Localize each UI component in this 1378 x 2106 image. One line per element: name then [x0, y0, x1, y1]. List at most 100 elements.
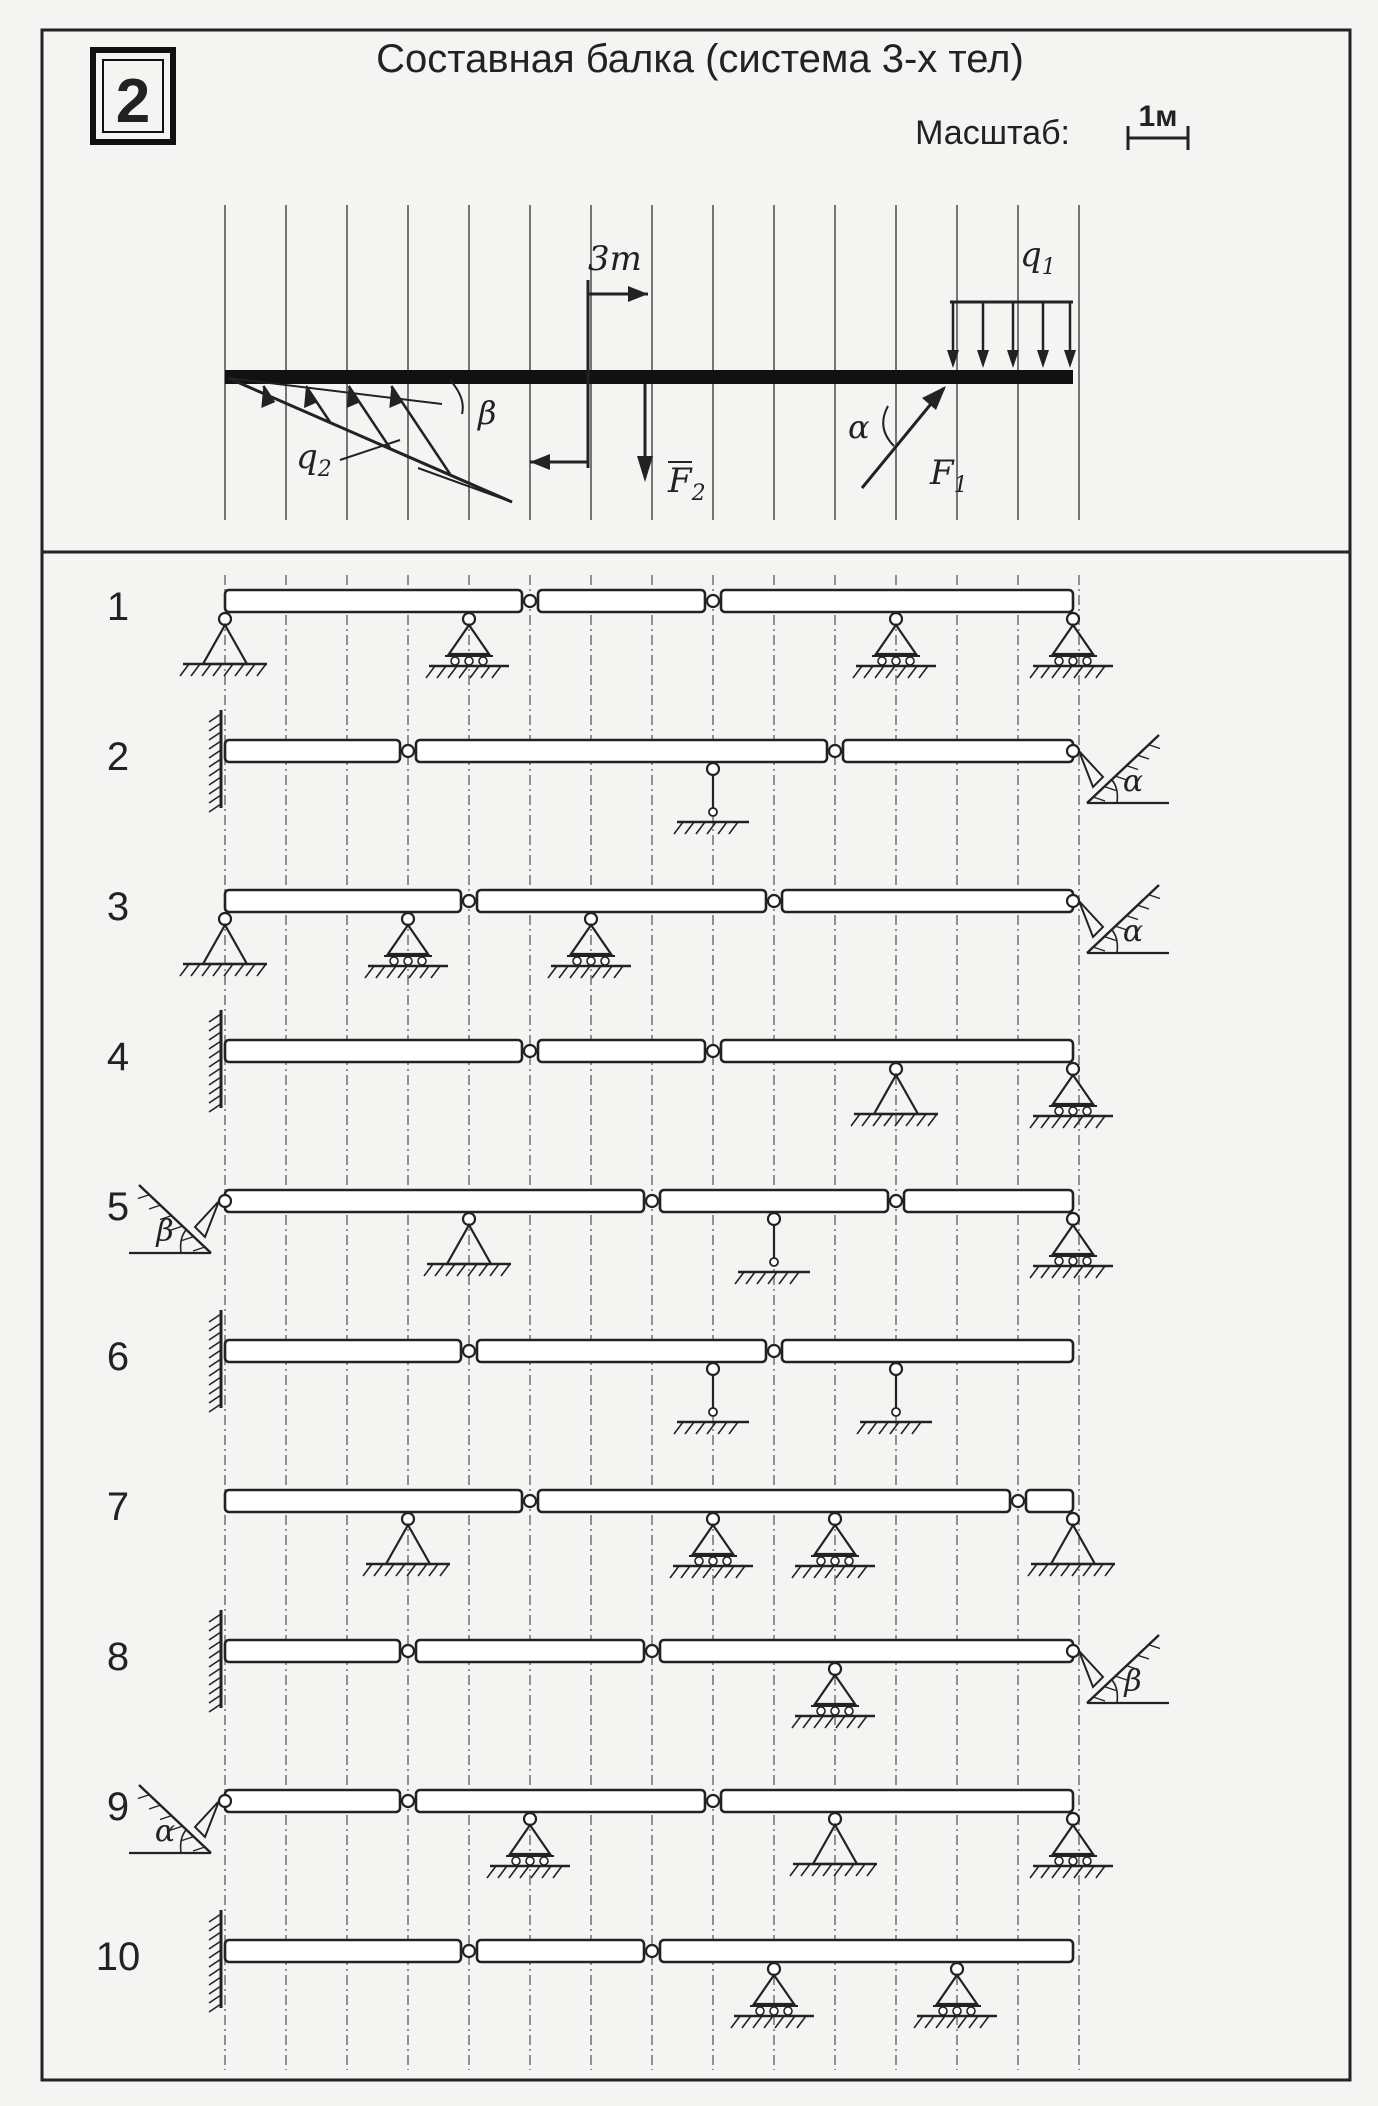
scale-bar: 1м [1126, 100, 1190, 150]
hinge-joint [1010, 1493, 1026, 1509]
hinge-joint [522, 1043, 538, 1059]
variant-number: 2 [107, 735, 129, 779]
hinge-joint [461, 1343, 477, 1359]
variant-row: 6 [107, 1310, 1075, 1435]
pin-support [1027, 1511, 1115, 1577]
beam-segment [780, 1338, 1075, 1364]
hinge-joint [644, 1943, 660, 1959]
hinge-joint [766, 1343, 782, 1359]
roller-support [669, 1511, 753, 1579]
beam-segment [475, 1938, 646, 1964]
f2-label: F2 [667, 461, 706, 506]
beam-segment [223, 1338, 463, 1364]
roller-support [913, 1961, 997, 2029]
beam-segment [536, 1488, 1012, 1514]
roller-support [1029, 1811, 1113, 1879]
variant-row: 7 [107, 1485, 1115, 1579]
hinge-joint [400, 1643, 416, 1659]
hinge-joint [461, 893, 477, 909]
roller-support [547, 911, 631, 979]
beam-segment [658, 1938, 1075, 1964]
hinge-joint [400, 1793, 416, 1809]
beam-segment [475, 888, 768, 914]
rod-support [734, 1211, 810, 1285]
hinge-joint [827, 743, 843, 759]
roller-support [730, 1961, 814, 2029]
beam-segment [536, 1038, 707, 1064]
variant-row: 5β [107, 1184, 1113, 1285]
beam-segment [902, 1188, 1075, 1214]
variant-badge: 2 [90, 47, 176, 145]
variant-row: 3α [107, 884, 1169, 979]
variant-number: 5 [107, 1185, 129, 1229]
roller-support [1029, 1211, 1113, 1279]
variant-row: 9α [107, 1784, 1113, 1879]
beam-segment [414, 1638, 646, 1664]
angle-label: α [1123, 914, 1143, 949]
loading-scheme: q1 q2 β 3m F2 [225, 235, 1076, 506]
variant-number: 9 [107, 1785, 129, 1829]
pin-support [850, 1061, 938, 1127]
f1-label: F1 [929, 453, 968, 498]
force-f1: α F1 [848, 386, 968, 498]
distributed-load-q2: q2 β [227, 376, 513, 504]
beam-segment [223, 1188, 646, 1214]
beam-segment [223, 1488, 524, 1514]
variant-row: 2α [107, 710, 1169, 835]
beam-segment [536, 588, 707, 614]
beam-segment [223, 888, 463, 914]
hinge-joint [522, 1493, 538, 1509]
variant-number: 6 [107, 1335, 129, 1379]
fixed-wall-support [208, 1010, 223, 1113]
force-f2: F2 [637, 384, 706, 506]
angle-label: α [1123, 764, 1143, 799]
beam-segment [414, 738, 829, 764]
outer-frame [40, 28, 1352, 2082]
hinge-joint [766, 893, 782, 909]
inclined-roller-support: α [129, 1784, 233, 1855]
variant-number: 10 [96, 1935, 141, 1979]
angle-label: β [155, 1214, 173, 1249]
rod-support [673, 1361, 749, 1435]
hinge-joint [522, 593, 538, 609]
q2-label: q2 [296, 437, 332, 482]
pin-support [423, 1211, 511, 1277]
variant-row: 1 [107, 585, 1113, 679]
beam-segment [223, 1788, 402, 1814]
beam-segment [223, 1638, 402, 1664]
hinge-joint [705, 1043, 721, 1059]
scale-label: Масштаб: [915, 114, 1070, 152]
moment-load: 3m [530, 239, 648, 470]
moment-label: 3m [588, 239, 642, 279]
beam-segment [658, 1638, 1075, 1664]
inclined-roller-support: β [1065, 1634, 1169, 1705]
hinge-joint [400, 743, 416, 759]
beam-segment [719, 588, 1075, 614]
angle-label: β [1123, 1664, 1141, 1699]
angle-label: α [155, 1814, 175, 1849]
pin-support [179, 911, 267, 977]
scale-unit: 1м [1139, 100, 1178, 133]
roller-support [852, 611, 936, 679]
beam-segment [1024, 1488, 1075, 1514]
fixed-wall-support [208, 710, 223, 813]
rod-support [673, 761, 749, 835]
beam-segment [223, 588, 524, 614]
pin-support [362, 1511, 450, 1577]
variant-row: 10 [96, 1910, 1075, 2029]
variant-row: 8β [107, 1610, 1169, 1729]
beam-segment [780, 888, 1075, 914]
beam-segment [719, 1038, 1075, 1064]
pin-support [179, 611, 267, 677]
beam-segment [841, 738, 1075, 764]
beam-segment [223, 738, 402, 764]
hinge-joint [461, 1943, 477, 1959]
beam-segment [658, 1188, 890, 1214]
variant-row: 4 [107, 1010, 1113, 1129]
beam-segment [719, 1788, 1075, 1814]
hinge-joint [644, 1643, 660, 1659]
roller-support [791, 1511, 875, 1579]
variant-number: 4 [107, 1035, 129, 1079]
